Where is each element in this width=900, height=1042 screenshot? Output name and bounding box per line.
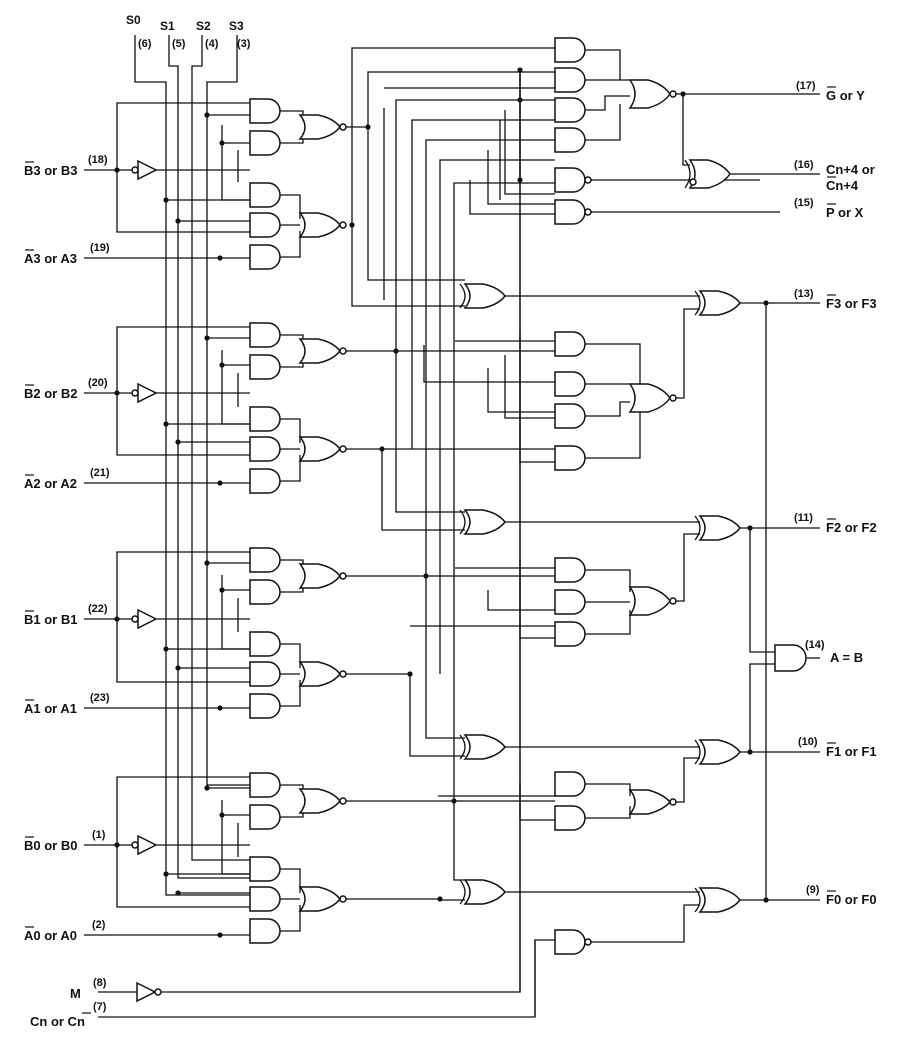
buffer-m	[136, 981, 162, 1003]
output-g-label: G or Y	[826, 88, 865, 103]
input-a3-pin: (19)	[90, 242, 110, 254]
buffer-b2	[131, 382, 158, 404]
output-cn4-label-2: Cn+4	[826, 178, 859, 193]
select-s3-pin: (3)	[237, 38, 251, 50]
output-wiring	[505, 93, 820, 901]
carry-nor-shapes	[628, 79, 677, 815]
output-f1-label: F1 or F1	[826, 744, 877, 759]
output-f0-label: F0 or F0	[826, 892, 877, 907]
output-xor-gates	[684, 159, 741, 913]
input-labels: B3 or B3 (18) A3 or A3 (19) B2 or B2 (20…	[24, 154, 110, 1029]
input-a0-label: A0 or A0	[24, 928, 77, 943]
input-b0-pin: (1)	[92, 829, 106, 841]
first-stage-nor-gates	[298, 114, 347, 912]
input-m-pin: (8)	[93, 977, 107, 989]
select-s0-pin: (6)	[138, 38, 152, 50]
first-level-xor-gates	[459, 283, 506, 905]
select-s1-label: S1	[160, 19, 175, 33]
output-f1-pin: (10)	[798, 736, 818, 748]
output-cn4-pin: (16)	[794, 159, 814, 171]
input-b0-label: B0 or B0	[24, 838, 77, 853]
output-f3-pin: (13)	[794, 288, 814, 300]
bus-wiring	[346, 47, 555, 1017]
first-stage-gates	[249, 98, 281, 944]
output-g-pin: (17)	[796, 80, 816, 92]
input-overbars	[25, 161, 91, 1014]
input-a1-pin: (23)	[90, 692, 110, 704]
output-f2-label: F2 or F2	[826, 520, 877, 535]
input-a0-pin: (2)	[92, 919, 106, 931]
select-s2-label: S2	[196, 19, 211, 33]
input-a2-label: A2 or A2	[24, 476, 77, 491]
input-b1-pin: (22)	[88, 603, 108, 615]
input-b2-pin: (20)	[88, 377, 108, 389]
output-p-label: P or X	[826, 205, 864, 220]
output-aeqb-pin: (14)	[805, 639, 825, 651]
input-b1-label: B1 or B1	[24, 612, 77, 627]
output-cn4-label: Cn+4 or	[826, 162, 875, 177]
carry-nor-gates	[585, 49, 780, 943]
output-f2-pin: (11)	[794, 512, 813, 524]
a-equals-b-gate	[774, 644, 807, 672]
select-s2-pin: (4)	[205, 38, 219, 50]
select-s3-label: S3	[229, 19, 244, 33]
carry-network-and-gates	[554, 37, 586, 955]
input-cn-label: Cn or Cn	[30, 1014, 85, 1029]
first-stage-wiring	[166, 110, 304, 932]
input-cn-pin: (7)	[93, 1001, 107, 1013]
select-s1-pin: (5)	[172, 38, 186, 50]
input-m-label: M	[70, 986, 81, 1001]
output-labels: (17) G or Y (16) Cn+4 or Cn+4 (15) P or …	[794, 80, 877, 907]
input-b2-label: B2 or B2	[24, 386, 77, 401]
output-f3-label: F3 or F3	[826, 296, 877, 311]
input-a1-label: A1 or A1	[24, 701, 77, 716]
buffer-b1	[131, 608, 158, 630]
output-f0-pin: (9)	[806, 884, 820, 896]
input-b3-label: B3 or B3	[24, 163, 77, 178]
input-a2-pin: (21)	[90, 467, 110, 479]
carry-gate-bubbles	[584, 176, 592, 946]
input-wiring	[84, 70, 555, 1018]
output-p-pin: (15)	[794, 197, 814, 209]
select-lines	[134, 35, 250, 896]
output-aeqb-label: A = B	[830, 650, 863, 665]
input-buffers	[131, 159, 162, 1003]
input-a3-label: A3 or A3	[24, 251, 77, 266]
select-s0-label: S0	[126, 13, 141, 27]
output-overbars	[827, 86, 836, 892]
select-inputs: S0 (6) S1 (5) S2 (4) S3 (3)	[126, 13, 251, 50]
buffer-b0	[131, 834, 158, 856]
junction-dots	[114, 67, 769, 938]
input-b3-pin: (18)	[88, 154, 108, 166]
buffer-b3	[131, 159, 158, 181]
